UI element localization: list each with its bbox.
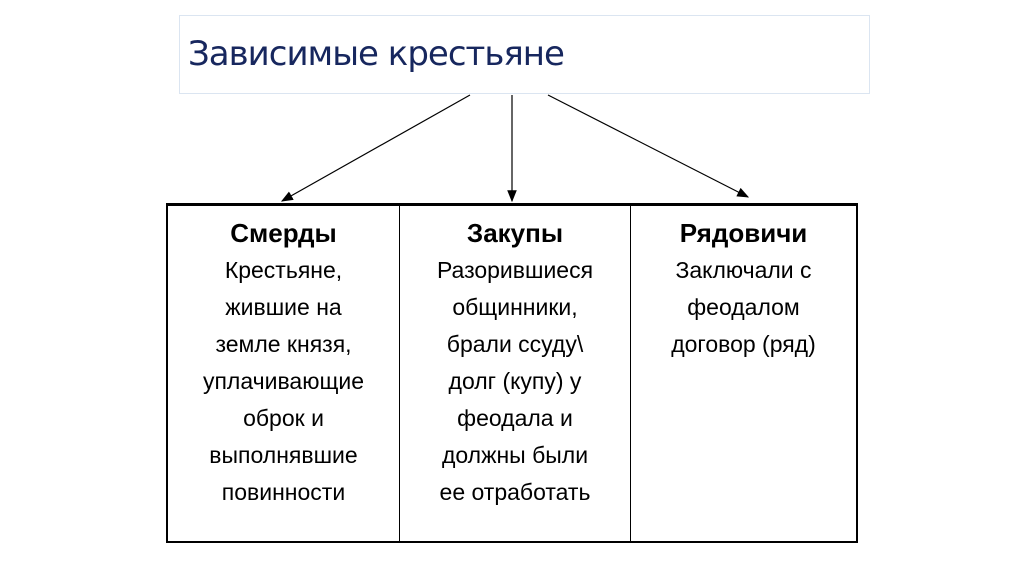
arrow-to-ryadovichi [547, 94, 750, 198]
column-ryadovichi: Рядовичи Заключали с феодалом договор (р… [630, 206, 856, 541]
column-smerdy: Смерды Крестьяне, жившие на земле князя,… [168, 206, 399, 541]
column-heading: Смерды [230, 218, 337, 248]
column-description: Заключали с феодалом договор (ряд) [671, 257, 816, 357]
column-heading: Рядовичи [679, 218, 808, 248]
column-description: Крестьяне, жившие на земле князя, уплачи… [202, 257, 365, 505]
peasant-types-table: Смерды Крестьяне, жившие на земле князя,… [166, 203, 858, 543]
title-box: Зависимые крестьяне [179, 15, 870, 94]
arrow-to-smerdy [280, 94, 471, 202]
column-zakupy: Закупы Разорившиеся общинники, брали ссу… [399, 206, 630, 541]
diagram-title: Зависимые крестьяне [188, 34, 565, 74]
column-description: Разорившиеся общинники, брали ссуду\ дол… [436, 257, 594, 505]
column-heading: Закупы [466, 218, 564, 248]
